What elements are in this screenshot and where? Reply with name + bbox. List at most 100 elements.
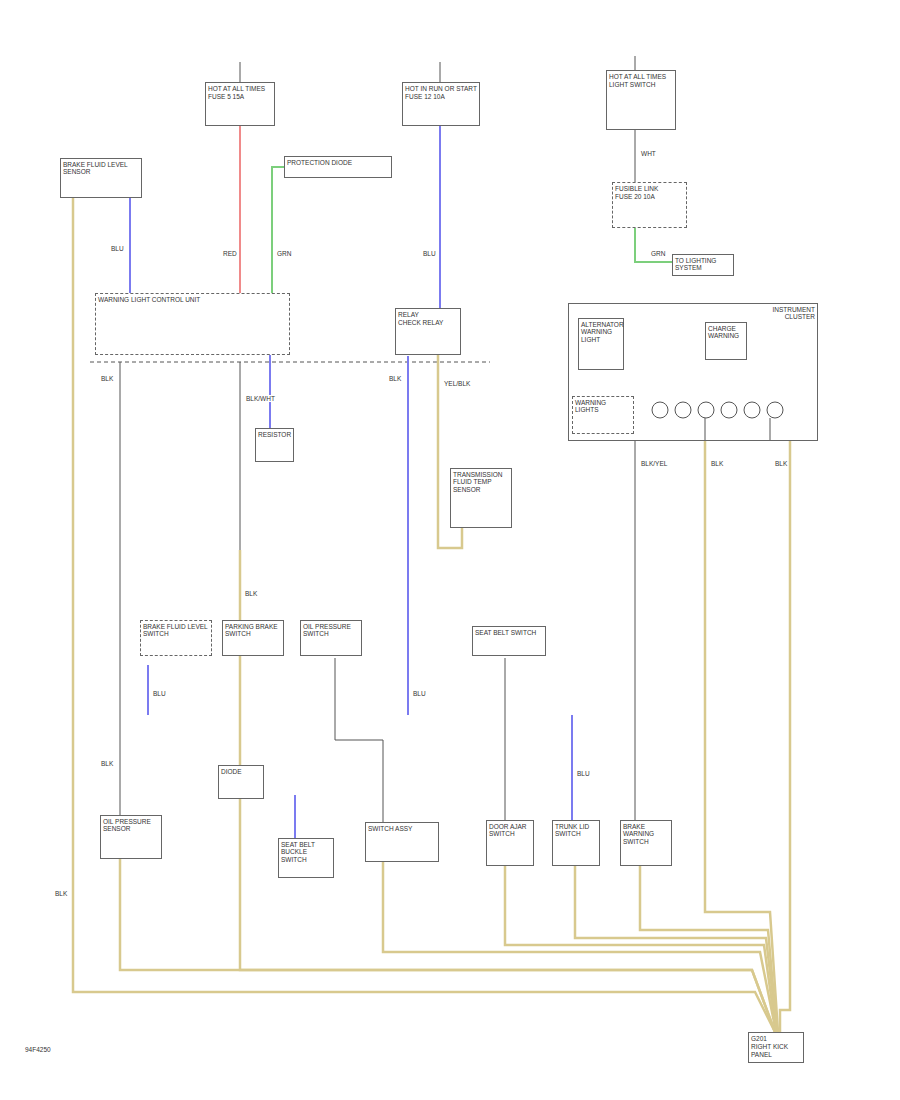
wire-connector — [505, 866, 776, 1032]
bulb-symbol — [721, 402, 737, 418]
component-name: BRAKE FLUID LEVEL SENSOR — [63, 161, 139, 176]
wire-color-code: BLK/YEL — [640, 460, 668, 467]
wire-color-code: BLK — [54, 890, 68, 897]
switch-wire — [505, 658, 506, 820]
component-box: HOT AT ALL TIMESFUSE 5 15A — [205, 82, 275, 126]
component-name: WARNING LIGHT CONTROL UNIT — [98, 296, 200, 303]
wire-connector — [272, 167, 284, 293]
component-box: HOT IN RUN OR STARTFUSE 12 10A — [402, 82, 480, 126]
component-box: HOT AT ALL TIMESLIGHT SWITCH — [606, 70, 676, 130]
component-name: SEAT BELT SWITCH — [475, 629, 536, 636]
component-box: ALTERNATOR WARNING LIGHT — [578, 318, 624, 370]
wire-color-code: BLU — [576, 770, 591, 777]
component-name: PARKING BRAKE SWITCH — [225, 623, 281, 638]
switch-wire — [335, 658, 336, 740]
component-name: FUSIBLE LINK — [615, 185, 658, 192]
tan-wire — [239, 550, 242, 620]
component-box: OIL PRESSURE SWITCH — [300, 620, 362, 656]
wire-color-code: BLK — [388, 375, 402, 382]
cluster-wire — [705, 418, 706, 441]
wire-color-code: GRN — [650, 250, 666, 257]
component-box: BRAKE WARNING SWITCH — [620, 820, 672, 866]
wire-connector — [383, 862, 776, 1032]
component-name: BRAKE WARNING SWITCH — [623, 823, 669, 845]
component-name: RELAY — [398, 311, 419, 318]
wire-color-code: BLU — [412, 690, 427, 697]
wire-connector — [575, 866, 777, 1032]
component-name: DIODE — [221, 768, 242, 775]
wire-connector — [269, 355, 271, 428]
component-box: PROTECTION DIODE — [284, 156, 392, 178]
component-box: OIL PRESSURE SENSOR — [100, 815, 162, 859]
component-name: SEAT BELT BUCKLE SWITCH — [281, 841, 331, 863]
wire-color-code: BLU — [110, 245, 125, 252]
component-box: DOOR AJAR SWITCH — [486, 820, 534, 866]
component-name: OIL PRESSURE SENSOR — [103, 818, 159, 833]
wire-color-code: BLK/WHT — [245, 395, 276, 402]
figure-code: 94F4250 — [24, 1046, 52, 1053]
component-detail: FUSE 12 10A — [405, 93, 445, 100]
wire-color-code: BLU — [422, 250, 437, 257]
cluster-wire — [770, 418, 771, 441]
component-detail: CHECK RELAY — [398, 319, 443, 326]
component-box: RESISTOR — [255, 428, 294, 462]
bulb-symbol — [744, 402, 760, 418]
component-box: WARNING LIGHTS — [572, 396, 634, 434]
component-box: WARNING LIGHT CONTROL UNIT — [95, 293, 290, 355]
ground-wire — [120, 362, 121, 815]
switch-wire — [383, 740, 384, 822]
wire-connector — [780, 441, 790, 1032]
wire-connector — [640, 866, 777, 1032]
feed-wire — [240, 62, 241, 82]
component-box: RELAYCHECK RELAY — [395, 308, 461, 355]
component-box: SEAT BELT BUCKLE SWITCH — [278, 838, 334, 878]
component-name: SWITCH ASSY — [368, 825, 412, 832]
cluster-wire — [635, 441, 636, 820]
blue-wire — [147, 665, 149, 715]
wire-connector — [635, 130, 636, 182]
feed-wire — [440, 62, 441, 82]
component-box: BRAKE FLUID LEVEL SENSOR — [60, 158, 142, 198]
component-name: BRAKE FLUID LEVEL SWITCH — [143, 623, 209, 638]
component-name: DOOR AJAR SWITCH — [489, 823, 531, 838]
component-name: HOT AT ALL TIMES — [609, 73, 666, 80]
component-name: CHARGE WARNING — [708, 325, 744, 340]
component-box: TRANSMISSION FLUID TEMP SENSOR — [450, 468, 512, 528]
blue-wire — [294, 795, 296, 838]
wire-connector — [635, 228, 672, 262]
component-name: ALTERNATOR WARNING LIGHT — [581, 321, 621, 343]
wire-connector — [239, 656, 242, 765]
wire-color-code: RED — [222, 250, 238, 257]
component-box: CHARGE WARNING — [705, 322, 747, 360]
component-name: WARNING LIGHTS — [575, 399, 631, 414]
wire-color-code: WHT — [640, 150, 657, 157]
component-name: G201 — [751, 1035, 767, 1042]
wire-color-code: YEL/BLK — [443, 380, 471, 387]
switch-wire — [335, 740, 383, 741]
blue-wire — [571, 715, 573, 820]
wire-connector — [240, 799, 775, 1032]
component-name: PROTECTION DIODE — [287, 159, 352, 166]
wire-connector — [73, 198, 775, 1032]
wire-color-code: BLU — [152, 690, 167, 697]
wire-color-code: BLK — [710, 460, 724, 467]
component-box: SEAT BELT SWITCH — [472, 626, 546, 656]
wire-color-code: BLK — [244, 590, 258, 597]
component-name: TO LIGHTING SYSTEM — [675, 257, 731, 272]
component-detail: LIGHT SWITCH — [609, 81, 655, 88]
component-box: DIODE — [218, 765, 264, 799]
wire-connector — [439, 126, 441, 308]
component-box: FUSIBLE LINKFUSE 20 10A — [612, 182, 687, 228]
feed-wire — [635, 56, 636, 70]
component-name: OIL PRESSURE SWITCH — [303, 623, 359, 638]
wire-color-code: BLK — [100, 760, 114, 767]
component-box: G201RIGHT KICK PANEL — [748, 1032, 804, 1063]
bulb-symbol — [652, 402, 668, 418]
wire-color-code: GRN — [276, 250, 292, 257]
component-name: HOT IN RUN OR START — [405, 85, 477, 92]
component-box: PARKING BRAKE SWITCH — [222, 620, 284, 656]
component-detail: FUSE 20 10A — [615, 193, 655, 200]
component-name: INSTRUMENT CLUSTER — [751, 306, 815, 321]
switch-wire — [240, 362, 241, 550]
